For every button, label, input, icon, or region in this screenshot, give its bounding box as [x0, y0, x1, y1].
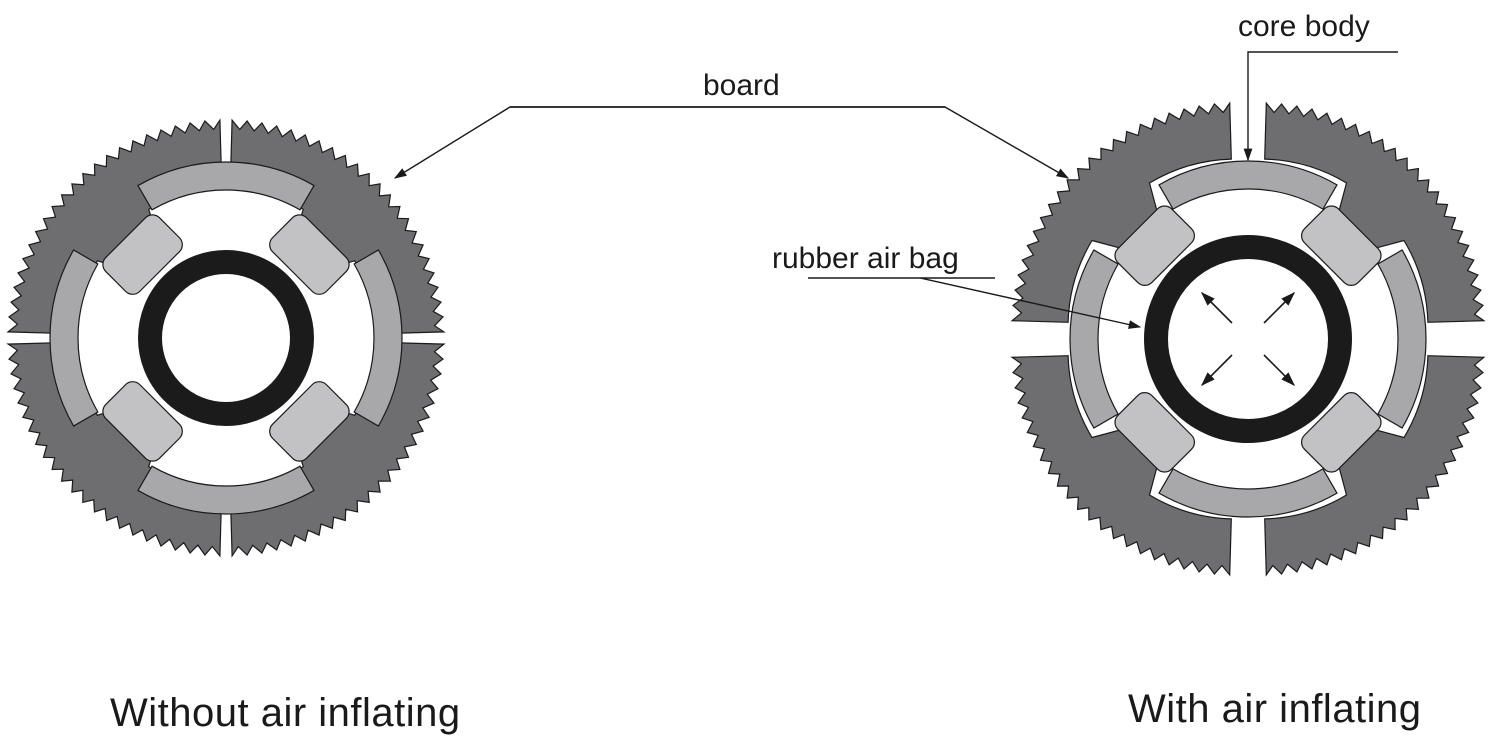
- caption-without-air-inflating: Without air inflating: [110, 691, 461, 735]
- rubber-air-bag-label: rubber air bag: [772, 242, 959, 275]
- inner-block: [1114, 392, 1195, 473]
- inner-block: [269, 214, 350, 295]
- left-inner-blocks: [102, 214, 350, 462]
- board-leader-right: [510, 106, 1070, 179]
- core-body-bottom: [137, 465, 315, 515]
- board-upper-right: [229, 118, 446, 335]
- core-body-top: [1158, 160, 1338, 210]
- right-shaft-assembly: [1010, 101, 1486, 577]
- left-rubber-air-bag: [138, 250, 314, 426]
- board-lower-left: [6, 341, 223, 558]
- leader-lines: [393, 51, 1398, 329]
- core-body-leader: [1243, 51, 1398, 162]
- inner-block: [1301, 392, 1382, 473]
- core-body-top: [137, 161, 315, 211]
- core-body-label: core body: [1238, 10, 1370, 43]
- core-body-left: [49, 249, 99, 427]
- core-body-right: [353, 249, 403, 427]
- left-shaft-assembly: [6, 118, 446, 558]
- core-body-left: [1069, 249, 1119, 429]
- board-upper-left: [1010, 101, 1232, 323]
- right-rubber-air-bag: [1144, 235, 1352, 443]
- board-label: board: [703, 69, 780, 102]
- board-leader-left: [393, 106, 945, 179]
- board-lower-left: [1010, 355, 1232, 577]
- inner-block: [269, 381, 350, 462]
- board-upper-right: [1264, 101, 1486, 323]
- board-lower-right: [1264, 355, 1486, 577]
- left-core-bodies: [49, 161, 403, 515]
- inner-block: [1114, 205, 1195, 286]
- inner-block: [102, 381, 183, 462]
- core-body-right: [1377, 249, 1427, 429]
- board-lower-right: [229, 341, 446, 558]
- right-core-bodies: [1069, 160, 1427, 518]
- caption-with-air-inflating: With air inflating: [1128, 687, 1422, 731]
- inflation-arrows: [1200, 291, 1296, 387]
- inner-block: [102, 214, 183, 295]
- inner-block: [1301, 205, 1382, 286]
- board-upper-left: [6, 118, 223, 335]
- right-boards: [1010, 101, 1486, 577]
- right-inner-blocks: [1114, 205, 1382, 473]
- core-body-bottom: [1158, 468, 1338, 518]
- rubber-air-bag-leader: [808, 277, 1142, 329]
